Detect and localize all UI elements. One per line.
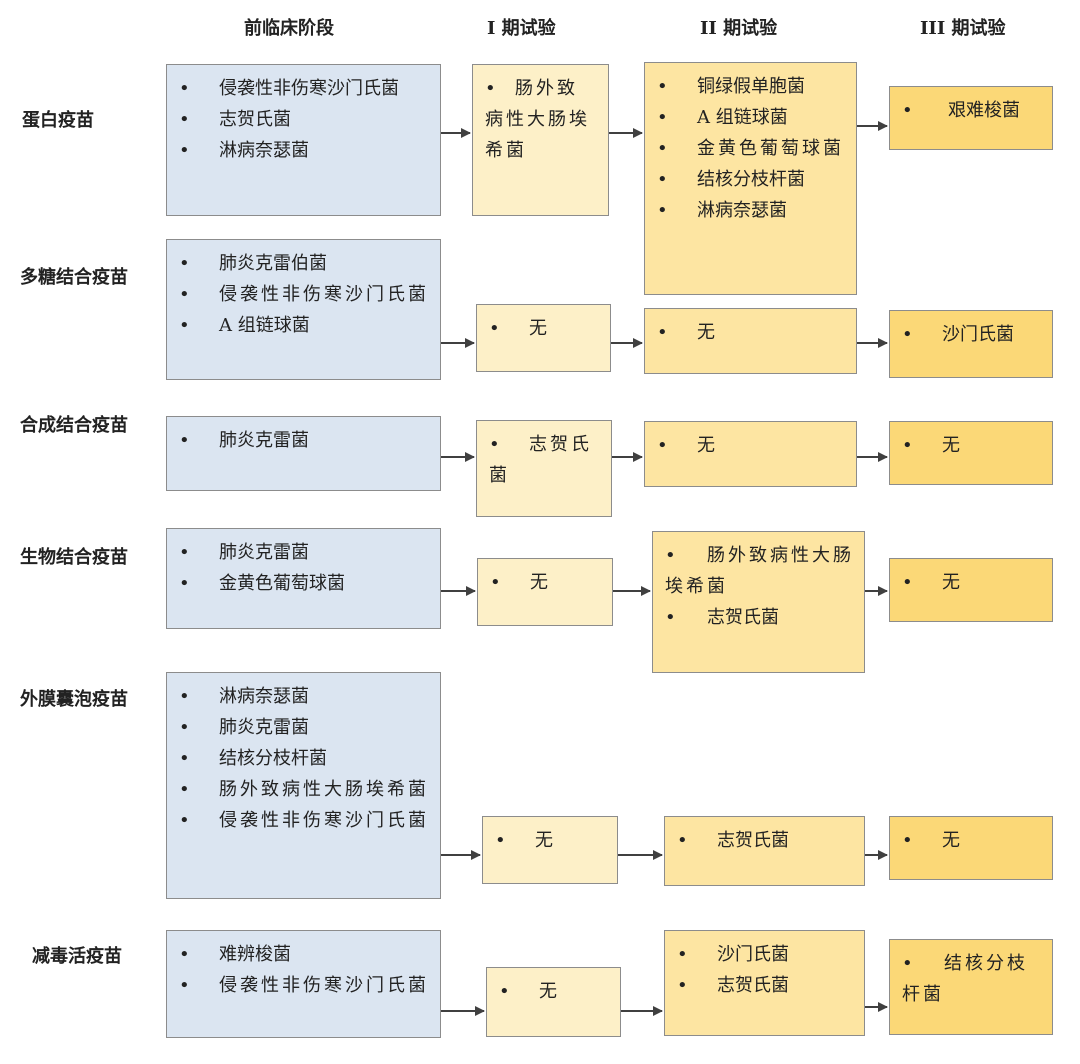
row-label-omv: 外膜囊泡疫苗: [20, 689, 128, 710]
list-item: •A 组链球菌: [657, 107, 788, 128]
bioconjugate-phase1-box: •无: [477, 558, 613, 626]
polysaccharide-phase3-box: •沙门氏菌: [889, 310, 1053, 378]
protein-phase2-box: •铜绿假单胞菌 •A 组链球菌 •金黄色葡萄球菌 •结核分枝杆菌 •淋病奈瑟菌: [644, 62, 857, 295]
list-item: •肺炎克雷菌: [179, 430, 309, 451]
row-label-polysaccharide-conjugate: 多糖结合疫苗: [20, 267, 128, 288]
list-item: •难辨梭菌: [179, 944, 291, 965]
list-item: •无: [495, 830, 553, 851]
row-label-bioconjugate: 生物结合疫苗: [20, 547, 128, 568]
synthetic-phase1-box: •志贺氏菌: [476, 420, 612, 517]
list-item: •肺炎克雷伯菌: [179, 253, 327, 274]
live-attenuated-phase2-box: •沙门氏菌 •志贺氏菌: [664, 930, 865, 1036]
list-item: •志贺氏菌: [677, 830, 789, 851]
protein-preclinical-box: •侵袭性非伤寒沙门氏菌 •志贺氏菌 •淋病奈瑟菌: [166, 64, 441, 216]
live-attenuated-phase1-box: •无: [486, 967, 621, 1037]
list-item: •肺炎克雷菌: [179, 542, 309, 563]
omv-phase2-box: •志贺氏菌: [664, 816, 865, 886]
polysaccharide-preclinical-box: •肺炎克雷伯菌 •侵袭性非伤寒沙门氏菌 •A 组链球菌: [166, 239, 441, 380]
list-item: •结核分枝杆菌: [657, 169, 805, 190]
list-item: •侵袭性非伤寒沙门氏菌: [179, 810, 429, 831]
row-label-protein: 蛋白疫苗: [22, 110, 94, 131]
header-phase-2: II 期试验: [700, 18, 778, 39]
synthetic-preclinical-box: •肺炎克雷菌: [166, 416, 441, 491]
live-attenuated-phase3-box: •结核分枝杆菌: [889, 939, 1053, 1035]
list-item: •无: [490, 572, 548, 593]
list-item: •志贺氏菌: [489, 434, 592, 486]
bioconjugate-preclinical-box: •肺炎克雷菌 •金黄色葡萄球菌: [166, 528, 441, 629]
row-label-synthetic-conjugate: 合成结合疫苗: [20, 415, 128, 436]
polysaccharide-phase2-box: •无: [644, 308, 857, 374]
list-item: •侵袭性非伤寒沙门氏菌: [179, 975, 429, 996]
list-item: •淋病奈瑟菌: [179, 686, 309, 707]
list-item: •沙门氏菌: [677, 944, 789, 965]
list-item: •侵袭性非伤寒沙门氏菌: [179, 78, 399, 99]
list-item: •志贺氏菌: [677, 975, 789, 996]
bioconjugate-phase2-box: •肠外致病性大肠埃希菌 •志贺氏菌: [652, 531, 865, 673]
list-item: •淋病奈瑟菌: [179, 140, 309, 161]
list-item: •无: [902, 435, 960, 456]
synthetic-phase3-box: •无: [889, 421, 1053, 485]
list-item: •沙门氏菌: [902, 324, 1014, 345]
list-item: •无: [902, 572, 960, 593]
bioconjugate-phase3-box: •无: [889, 558, 1053, 622]
omv-phase1-box: •无: [482, 816, 618, 884]
list-item: •肠外致病性大肠埃希菌: [179, 779, 429, 800]
list-item: •侵袭性非伤寒沙门氏菌: [179, 284, 429, 305]
list-item: •肺炎克雷菌: [179, 717, 309, 738]
synthetic-phase2-box: •无: [644, 421, 857, 487]
list-item: •艰难梭菌: [902, 100, 1020, 121]
list-item: •无: [489, 318, 547, 339]
list-item: •无: [499, 981, 557, 1002]
list-item: •金黄色葡萄球菌: [179, 573, 345, 594]
list-item: •结核分枝杆菌: [179, 748, 327, 769]
live-attenuated-preclinical-box: •难辨梭菌 •侵袭性非伤寒沙门氏菌: [166, 930, 441, 1038]
list-item: •A 组链球菌: [179, 315, 310, 336]
list-item: •肠外致病性大肠埃希菌: [485, 78, 590, 161]
list-item: •铜绿假单胞菌: [657, 76, 805, 97]
list-item: •无: [902, 830, 960, 851]
list-item: •志贺氏菌: [665, 607, 779, 628]
list-item: •淋病奈瑟菌: [657, 200, 787, 221]
list-item: •无: [657, 322, 715, 343]
protein-phase3-box: •艰难梭菌: [889, 86, 1053, 150]
header-phase-3: III 期试验: [920, 18, 1006, 39]
list-item: •金黄色葡萄球菌: [657, 138, 844, 159]
protein-phase1-box: •肠外致病性大肠埃希菌: [472, 64, 609, 216]
row-label-live-attenuated: 减毒活疫苗: [32, 946, 122, 967]
polysaccharide-phase1-box: •无: [476, 304, 611, 372]
list-item: •肠外致病性大肠埃希菌: [665, 545, 854, 597]
list-item: •结核分枝杆菌: [902, 953, 1028, 1005]
omv-preclinical-box: •淋病奈瑟菌 •肺炎克雷菌 •结核分枝杆菌 •肠外致病性大肠埃希菌 •侵袭性非伤…: [166, 672, 441, 899]
list-item: •无: [657, 435, 715, 456]
header-phase-1: I 期试验: [487, 18, 556, 39]
header-preclinical: 前临床阶段: [244, 18, 334, 39]
list-item: •志贺氏菌: [179, 109, 291, 130]
omv-phase3-box: •无: [889, 816, 1053, 880]
